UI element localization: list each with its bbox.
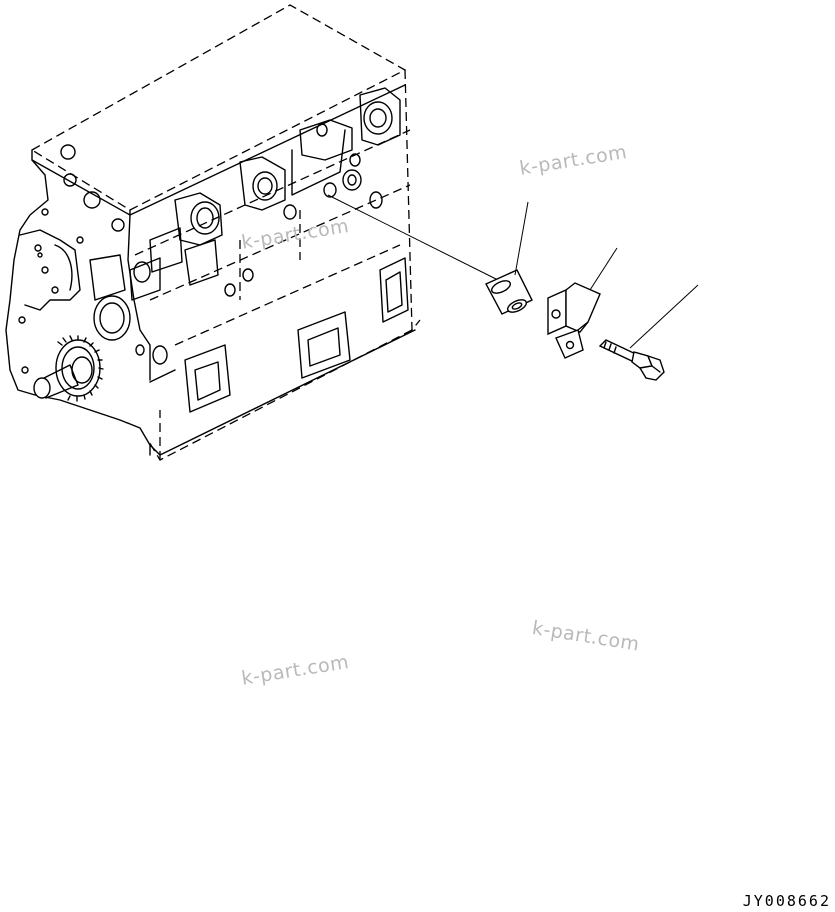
side-covers [184, 257, 409, 413]
clamp-leader [589, 247, 618, 291]
crankshaft-pulley [33, 335, 104, 402]
clamp-part [547, 247, 618, 359]
spacer-leader [514, 201, 529, 276]
side-ports [129, 87, 401, 365]
spacer-part [485, 201, 533, 315]
bolt-part [598, 284, 699, 381]
figure-number: JY008662 [742, 892, 831, 910]
engine-block [5, 4, 421, 461]
bolt-leader [629, 284, 699, 349]
assembly-line [327, 194, 499, 281]
